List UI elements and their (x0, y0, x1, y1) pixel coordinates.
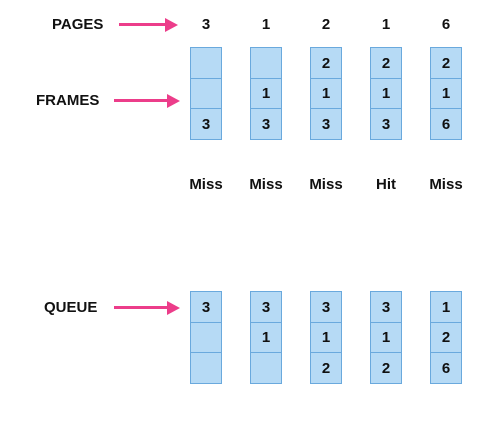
pages-label: PAGES (52, 16, 104, 33)
frames-stack: 1 3 (250, 47, 282, 140)
queue-cell: 1 (430, 291, 462, 323)
page-reference: 1 (261, 16, 271, 33)
status-label: Hit (376, 176, 396, 193)
queue-cell: 1 (250, 321, 282, 354)
page-reference: 6 (441, 16, 451, 33)
frame-cell (190, 77, 222, 110)
queue-stack: 3 (190, 291, 222, 384)
page-reference: 3 (201, 16, 211, 33)
queue-cell: 6 (430, 352, 462, 384)
status-label: Miss (189, 176, 223, 193)
queue-cell (250, 352, 282, 384)
frame-cell: 2 (310, 47, 342, 79)
queue-stack: 3 1 (250, 291, 282, 384)
queue-cell (190, 321, 222, 354)
queue-arrow-icon (114, 301, 180, 315)
page-reference: 2 (321, 16, 331, 33)
status-label: Miss (309, 176, 343, 193)
frame-cell: 3 (250, 108, 282, 140)
frame-cell: 3 (370, 108, 402, 140)
pages-arrow-icon (119, 18, 178, 32)
page-reference: 1 (381, 16, 391, 33)
queue-cell: 1 (310, 321, 342, 354)
frames-stack: 2 1 3 (310, 47, 342, 140)
frame-cell: 2 (370, 47, 402, 79)
queue-cell: 3 (250, 291, 282, 323)
queue-cell: 2 (430, 321, 462, 354)
queue-cell: 2 (370, 352, 402, 384)
frame-cell: 1 (430, 77, 462, 110)
queue-cell: 3 (190, 291, 222, 323)
frame-cell: 2 (430, 47, 462, 79)
queue-cell: 1 (370, 321, 402, 354)
queue-stack: 3 1 2 (310, 291, 342, 384)
frame-cell: 1 (250, 77, 282, 110)
queue-cell: 3 (370, 291, 402, 323)
frame-cell: 6 (430, 108, 462, 140)
frame-cell (250, 47, 282, 79)
frames-stack: 2 1 6 (430, 47, 462, 140)
status-label: Miss (429, 176, 463, 193)
queue-label: QUEUE (44, 299, 98, 316)
frames-label: FRAMES (36, 92, 100, 109)
status-label: Miss (249, 176, 283, 193)
frame-cell: 3 (310, 108, 342, 140)
queue-cell: 3 (310, 291, 342, 323)
frames-stack: 3 (190, 47, 222, 140)
frame-cell: 3 (190, 108, 222, 140)
frame-cell (190, 47, 222, 79)
queue-cell: 2 (310, 352, 342, 384)
frame-cell: 1 (310, 77, 342, 110)
frames-stack: 2 1 3 (370, 47, 402, 140)
frame-cell: 1 (370, 77, 402, 110)
frames-arrow-icon (114, 94, 180, 108)
queue-stack: 3 1 2 (370, 291, 402, 384)
queue-cell (190, 352, 222, 384)
queue-stack: 1 2 6 (430, 291, 462, 384)
